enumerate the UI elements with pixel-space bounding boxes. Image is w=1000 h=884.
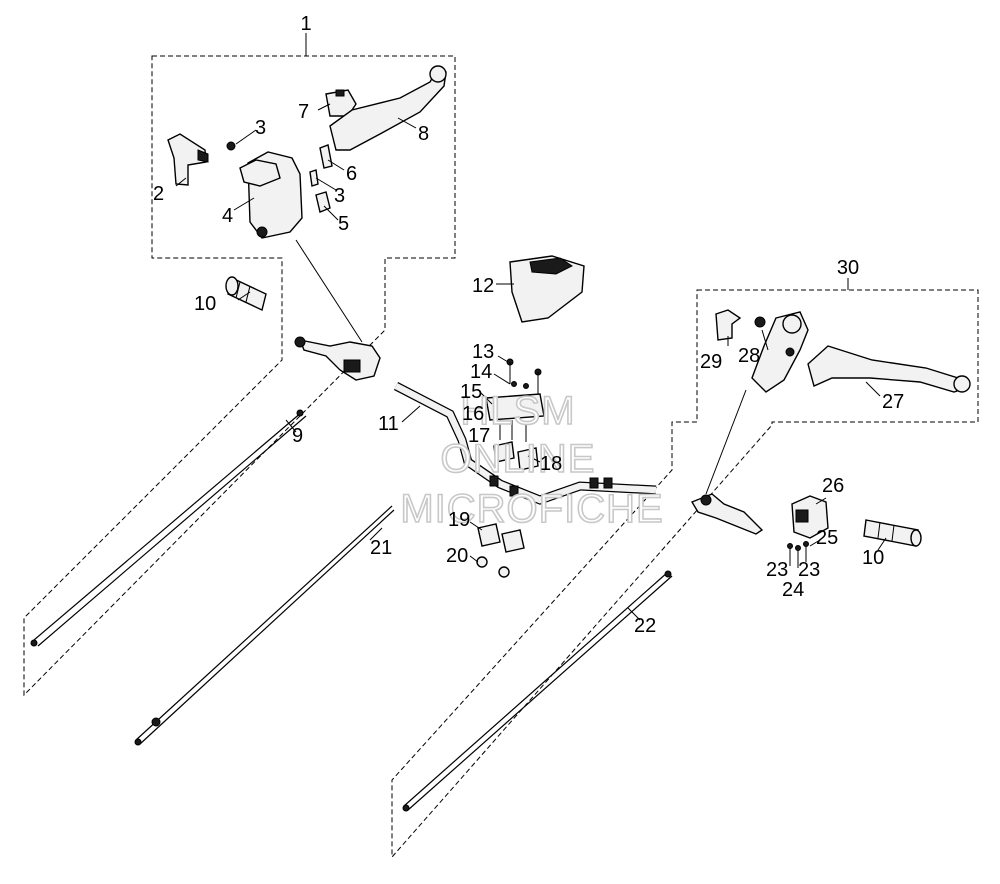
throttle-cable-21 (134, 505, 395, 746)
leader-lines (175, 103, 887, 621)
callout-24: 24 (782, 579, 804, 601)
assembly-outline-1 (23, 55, 456, 697)
callout-7: 7 (298, 101, 309, 123)
callout-16: 16 (462, 403, 484, 425)
left-lever-assembly (294, 336, 381, 381)
clutch-perch-28 (751, 311, 809, 393)
callout-10a: 10 (194, 293, 216, 315)
spring-6 (319, 144, 333, 169)
master-cylinder-body (239, 151, 303, 239)
watermark-line-3: MICROFICHE (400, 487, 663, 531)
brake-lever-bracket (167, 133, 209, 186)
assembly-outline-30 (391, 289, 979, 859)
callout-17: 17 (468, 425, 490, 447)
watermark-line-2: ONLINE (441, 437, 596, 481)
callouts: 1 2 3 4 3 5 6 7 8 9 10 11 12 13 14 15 16… (153, 13, 904, 637)
callout-4: 4 (222, 205, 233, 227)
callout-28: 28 (738, 345, 760, 367)
brake-cable-9 (30, 409, 307, 647)
watermark: HLSM ONLINE MICROFICHE (400, 388, 664, 532)
callout-1: 1 (300, 13, 311, 35)
handlebar-grip-right (863, 519, 922, 547)
clutch-cable-22 (402, 570, 673, 812)
pin-3b (309, 169, 319, 187)
callout-13: 13 (472, 341, 494, 363)
callout-20: 20 (446, 545, 468, 567)
nuts-20 (476, 556, 510, 578)
switch-housing-26 (791, 495, 829, 539)
callout-23b: 23 (798, 559, 820, 581)
nut-28 (754, 316, 766, 328)
callout-2: 2 (153, 183, 164, 205)
callout-6: 6 (346, 163, 357, 185)
bracket-29 (715, 309, 742, 341)
callout-23a: 23 (766, 559, 788, 581)
assembly-30-link (705, 389, 747, 495)
callout-22: 22 (634, 615, 656, 637)
handlebar-grip-left (225, 276, 267, 311)
callout-18: 18 (540, 453, 562, 475)
callout-12: 12 (472, 275, 494, 297)
washers-14-16-17 (499, 381, 529, 442)
right-lever-assembly (690, 493, 764, 535)
bolt-5 (315, 191, 331, 213)
handlebar-clamp-12 (509, 255, 585, 323)
clamp-bolts-13 (506, 358, 542, 394)
lever-clamp-7 (325, 89, 357, 117)
clutch-lever-27 (807, 345, 971, 393)
callout-3b: 3 (334, 185, 345, 207)
nut-3a (226, 141, 236, 151)
handlebar-11 (393, 382, 657, 505)
assembly-1-link (295, 239, 363, 343)
callout-15: 15 (460, 381, 482, 403)
callout-19: 19 (448, 509, 470, 531)
callout-10b: 10 (862, 547, 884, 569)
upper-holder-15 (485, 393, 545, 421)
brake-lever-8 (329, 65, 447, 151)
callout-27: 27 (882, 391, 904, 413)
holder-19 (477, 523, 525, 553)
screws-23-24 (787, 541, 809, 568)
callout-11: 11 (378, 413, 399, 435)
callout-29: 29 (700, 351, 722, 373)
callout-30: 30 (837, 257, 859, 279)
callout-26: 26 (822, 475, 844, 497)
callout-25: 25 (816, 527, 838, 549)
callout-5: 5 (338, 213, 349, 235)
callout-21: 21 (370, 537, 392, 559)
callout-8: 8 (418, 123, 429, 145)
callout-9: 9 (292, 425, 303, 447)
callout-14: 14 (470, 361, 492, 383)
lower-holder-18 (493, 441, 539, 471)
callout-3a: 3 (255, 117, 266, 139)
watermark-line-1: HLSM (460, 389, 575, 433)
